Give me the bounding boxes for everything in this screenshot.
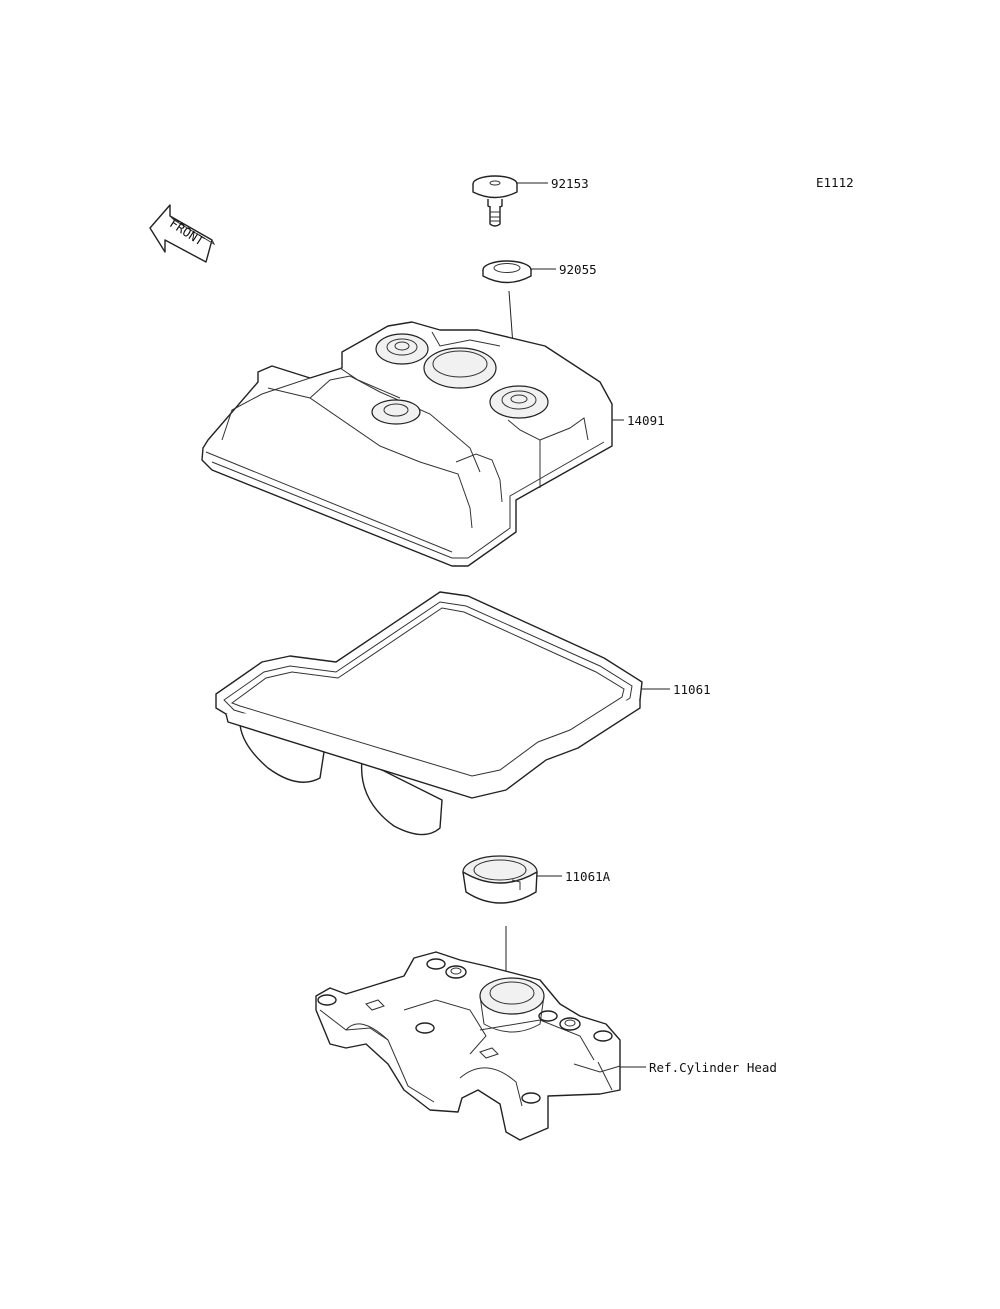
cylinder-head-reference	[315, 951, 621, 1141]
plug-seal-11061A	[462, 855, 538, 904]
part-number-11061A: 11061A	[565, 869, 611, 884]
diagram-code: E1112	[816, 175, 854, 190]
cylinder-head-cover-14091	[201, 321, 613, 567]
part-number-14091: 14091	[627, 413, 665, 428]
bolt-92153	[472, 175, 518, 227]
grommet-92055	[482, 260, 532, 284]
part-number-11061: 11061	[673, 682, 711, 697]
part-number-92153: 92153	[551, 176, 589, 191]
part-number-92055: 92055	[559, 262, 597, 277]
gasket-11061	[215, 591, 643, 836]
ref-cylinder-head-label: Ref.Cylinder Head	[649, 1060, 777, 1075]
front-arrow-icon: FRONT	[149, 204, 216, 263]
